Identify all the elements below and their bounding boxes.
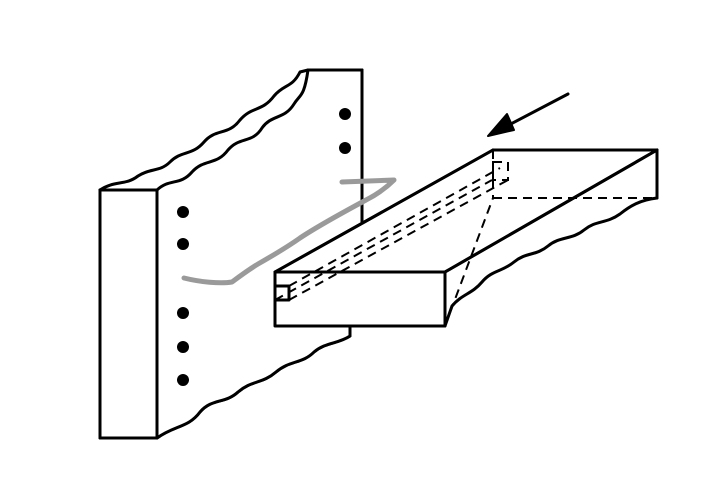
direction-arrow [487, 92, 570, 137]
gray-mark [181, 177, 397, 286]
drill-hole [177, 206, 189, 218]
drill-hole [177, 341, 189, 353]
hidden-groove [274, 150, 657, 327]
wall-panel-edge [98, 188, 159, 440]
shelf-front-face [273, 270, 447, 328]
drill-holes [177, 108, 351, 386]
drill-hole [177, 374, 189, 386]
wall-panel [98, 68, 364, 440]
drill-hole [339, 108, 351, 120]
drill-hole [177, 238, 189, 250]
wall-panel-top-edge [98, 68, 310, 192]
drill-hole [177, 307, 189, 319]
drill-hole [339, 142, 351, 154]
shelf-broken-side [443, 148, 659, 328]
arrow-head [487, 113, 515, 137]
